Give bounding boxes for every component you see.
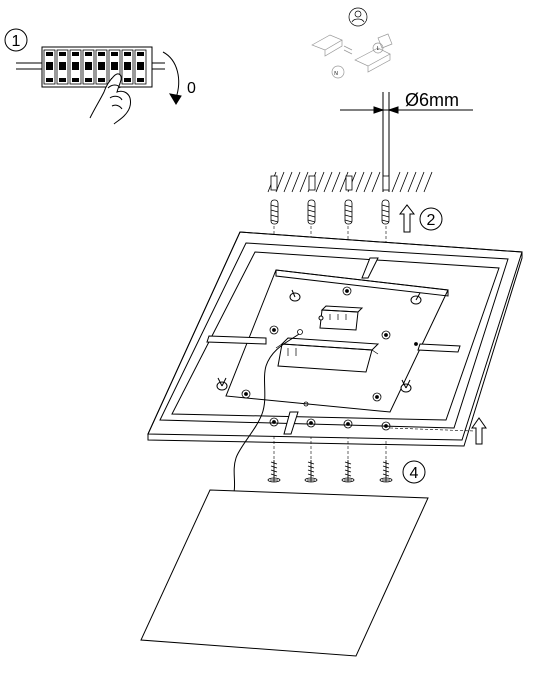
screw-hole — [272, 328, 276, 332]
drill-diameter-callout: Ø6mm — [340, 90, 473, 192]
support-rail — [417, 343, 461, 353]
screw-icon — [267, 460, 281, 483]
arrow-right-icon — [373, 106, 385, 114]
mounting-plate-edge — [275, 269, 449, 297]
drill-hole — [308, 175, 316, 191]
drill-bit-icon — [382, 175, 390, 191]
drill-diameter-label: Ø6mm — [405, 90, 459, 110]
screw-hole — [297, 329, 303, 335]
up-arrow-icon — [398, 204, 416, 233]
screw-hole — [372, 392, 382, 402]
bolt-icon — [400, 379, 412, 393]
screw-hole — [303, 401, 309, 407]
hand-finger-icon — [107, 84, 123, 110]
wall-plug-icon — [307, 199, 316, 225]
arrow-left-icon — [387, 106, 399, 114]
frame-inner-recess — [171, 251, 500, 421]
side-guide — [389, 427, 475, 432]
screw-hole — [381, 421, 391, 431]
wall-plugs-row — [270, 199, 390, 225]
step-4-number: 4 — [410, 465, 419, 482]
terminal-block — [318, 305, 364, 331]
wall-plug-icon — [270, 199, 279, 225]
bolt-icon — [289, 289, 301, 302]
screw-hole — [244, 392, 248, 396]
plate-holes — [241, 286, 418, 407]
circuit-breaker-icon — [16, 46, 165, 88]
step-2-number: 2 — [427, 212, 436, 229]
screw-hole — [343, 419, 353, 429]
electrician-body-icon — [351, 18, 365, 23]
junction-label-l: L — [377, 46, 380, 52]
rotate-arrow-head-icon — [169, 93, 182, 105]
electrician-icon — [348, 7, 368, 27]
support-rail — [206, 335, 267, 345]
step-2-badge — [419, 207, 443, 231]
screw-hole — [384, 424, 388, 428]
wall-plug-icon — [344, 199, 353, 225]
screws-row — [267, 460, 393, 483]
junction-label-n: N — [334, 71, 338, 77]
fixture-frame — [147, 231, 523, 447]
step-1-badge — [4, 28, 28, 52]
screw-hole — [241, 389, 251, 399]
electrician-head-icon — [354, 10, 362, 18]
drill-hole — [345, 175, 353, 191]
screw-hole — [384, 333, 388, 337]
plate-bolts — [216, 289, 422, 393]
frame-holes — [269, 417, 391, 431]
diffuser-panel — [140, 489, 429, 657]
ceiling-hatch — [267, 171, 433, 193]
switch-off-label: 0 — [187, 80, 196, 97]
support-rail — [361, 257, 379, 279]
screw-hole — [269, 417, 279, 427]
drill-hole — [270, 175, 278, 191]
bolt-icon — [410, 292, 422, 305]
screw-hole — [346, 422, 350, 426]
screw-icon — [379, 460, 393, 483]
screw-hole — [306, 418, 316, 428]
screw-hole — [309, 421, 313, 425]
screw-hole — [342, 286, 352, 296]
rotate-arrow-icon — [162, 51, 180, 99]
screw-icon — [304, 460, 318, 483]
screw-hole — [272, 420, 276, 424]
screw-hole — [414, 342, 418, 346]
led-driver — [275, 337, 380, 373]
screw-hole — [345, 289, 349, 293]
screw-hole — [381, 330, 391, 340]
step-1-number: 1 — [12, 33, 21, 50]
step-4-group: 4 — [402, 460, 426, 484]
step-4-badge — [402, 460, 426, 484]
support-rail — [283, 411, 299, 435]
step-1-group: 1 — [4, 28, 196, 125]
step-2-group: 2 — [398, 204, 443, 233]
wall-plug-icon — [381, 199, 390, 225]
frame-outer-rim — [147, 231, 523, 447]
power-cable — [233, 333, 300, 493]
screw-hole — [375, 395, 379, 399]
screw-icon — [341, 460, 355, 483]
bolt-icon — [216, 377, 228, 391]
screw-hole — [269, 325, 279, 335]
up-arrow-icon — [471, 417, 487, 445]
junction-box-illustration: N L — [311, 7, 393, 79]
